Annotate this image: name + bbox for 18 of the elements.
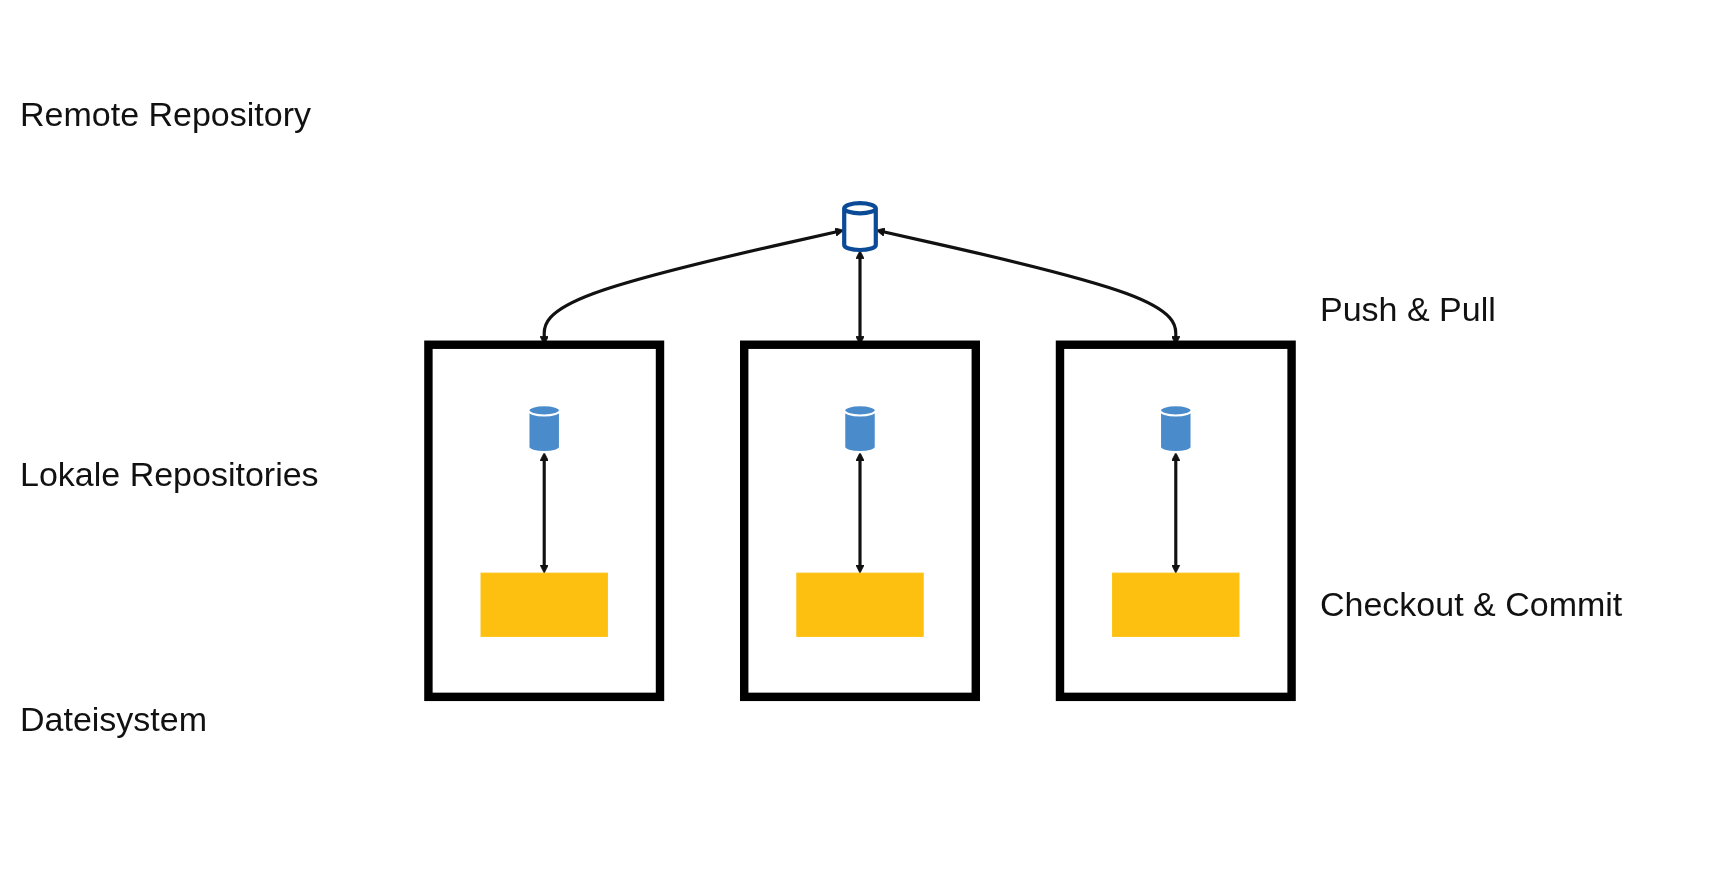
row-label: Lokale Repositories [20, 455, 319, 494]
cluster [740, 340, 980, 702]
arrow [539, 452, 549, 574]
node-folder [480, 572, 608, 637]
node-cylinder [843, 404, 877, 454]
node-cylinder [527, 404, 562, 454]
cluster [424, 340, 665, 702]
row-label: Checkout & Commit [1320, 585, 1623, 624]
row-label: Push & Pull [1320, 290, 1496, 329]
arrow [855, 452, 865, 574]
node-folder [1112, 572, 1240, 637]
cluster [1055, 340, 1296, 702]
node-folder [796, 572, 924, 637]
node-cylinder [1158, 404, 1193, 454]
arrow [1171, 452, 1181, 574]
row-label: Remote Repository [20, 95, 311, 134]
row-label: Dateisystem [20, 700, 208, 739]
node-cylinder [842, 201, 878, 253]
